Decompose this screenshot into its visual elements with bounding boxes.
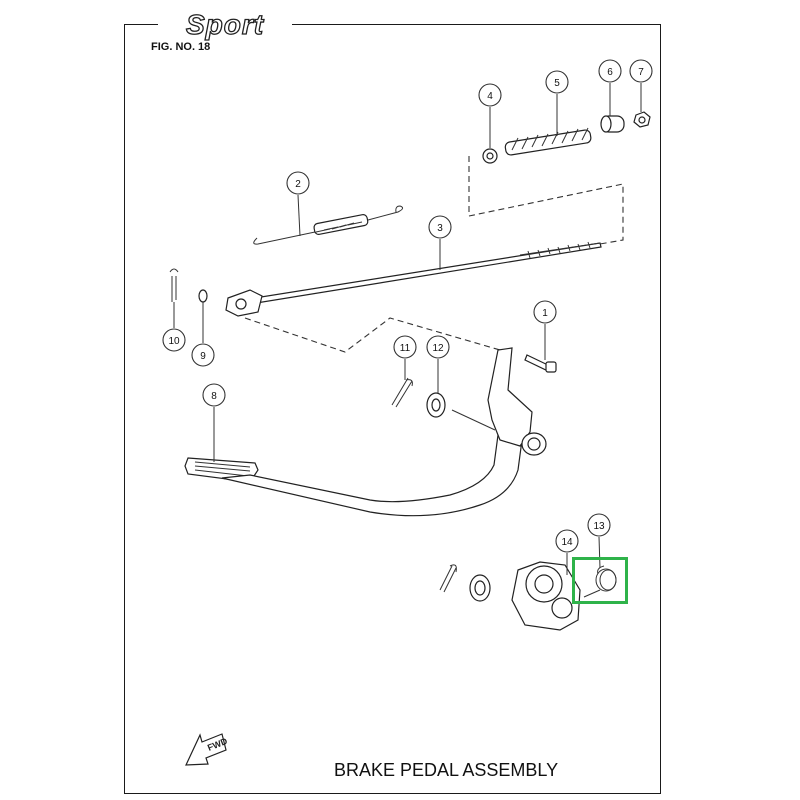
part-3-brake-rod [225, 241, 602, 317]
callout-10-label: 10 [168, 336, 180, 347]
callout-3: 3 [428, 215, 452, 270]
assembly-dashline-lower [244, 317, 501, 353]
part-washer-lower [469, 574, 491, 602]
callout-11-label: 11 [400, 343, 411, 354]
callout-13-label: 13 [593, 521, 605, 532]
part-4-washer [482, 148, 498, 164]
callout-2: 2 [286, 171, 310, 237]
part-10-cotter-pin [169, 268, 179, 302]
callout-4: 4 [478, 83, 502, 148]
callout-14: 14 [555, 529, 579, 575]
callout-9: 9 [191, 302, 215, 367]
callout-3-label: 3 [437, 223, 443, 234]
part-pin-lower [439, 564, 457, 593]
fwd-arrow-icon: FWD [185, 733, 229, 766]
drawing-frame [124, 24, 661, 794]
callout-1: 1 [533, 300, 557, 360]
callout-8: 8 [202, 383, 226, 462]
callout-1-label: 1 [542, 308, 548, 319]
part-1-bolt [524, 354, 557, 373]
callout-11: 11 [393, 335, 417, 380]
callout-4-label: 4 [487, 91, 493, 102]
leader-washer-to-pedal [451, 409, 496, 431]
callout-13: 13 [587, 513, 611, 569]
callout-10: 10 [162, 302, 186, 352]
part-11-pin [391, 377, 413, 408]
callout-9-label: 9 [200, 351, 206, 362]
callout-2-label: 2 [295, 179, 301, 190]
part-5-spring [504, 127, 592, 156]
callout-12: 12 [426, 335, 450, 393]
figure-number: FIG. NO. 18 [151, 41, 211, 53]
callout-5-label: 5 [554, 78, 560, 89]
callout-5: 5 [545, 70, 569, 136]
callout-7: 7 [629, 59, 653, 112]
part-8-brake-pedal [184, 347, 547, 517]
part-12-washer [426, 392, 446, 418]
callout-14-label: 14 [561, 537, 573, 548]
part-7-nut [633, 111, 651, 128]
callout-6-label: 6 [607, 67, 613, 78]
part-6-sleeve [600, 115, 625, 133]
assembly-title: BRAKE PEDAL ASSEMBLY [334, 760, 559, 780]
logo-text: Sport [185, 8, 265, 40]
assembly-dashline-upper [468, 156, 624, 245]
highlight-box-part-13 [572, 557, 628, 604]
part-14-bracket [511, 561, 581, 631]
brand-logo: Sport [158, 8, 292, 42]
callout-8-label: 8 [211, 391, 217, 402]
part-9-washer [198, 289, 208, 303]
part-2-spring [253, 205, 404, 245]
callout-6: 6 [598, 59, 622, 116]
callout-7-label: 7 [638, 67, 644, 78]
callout-12-label: 12 [432, 343, 444, 354]
part-13-torsion-spring [583, 565, 617, 598]
